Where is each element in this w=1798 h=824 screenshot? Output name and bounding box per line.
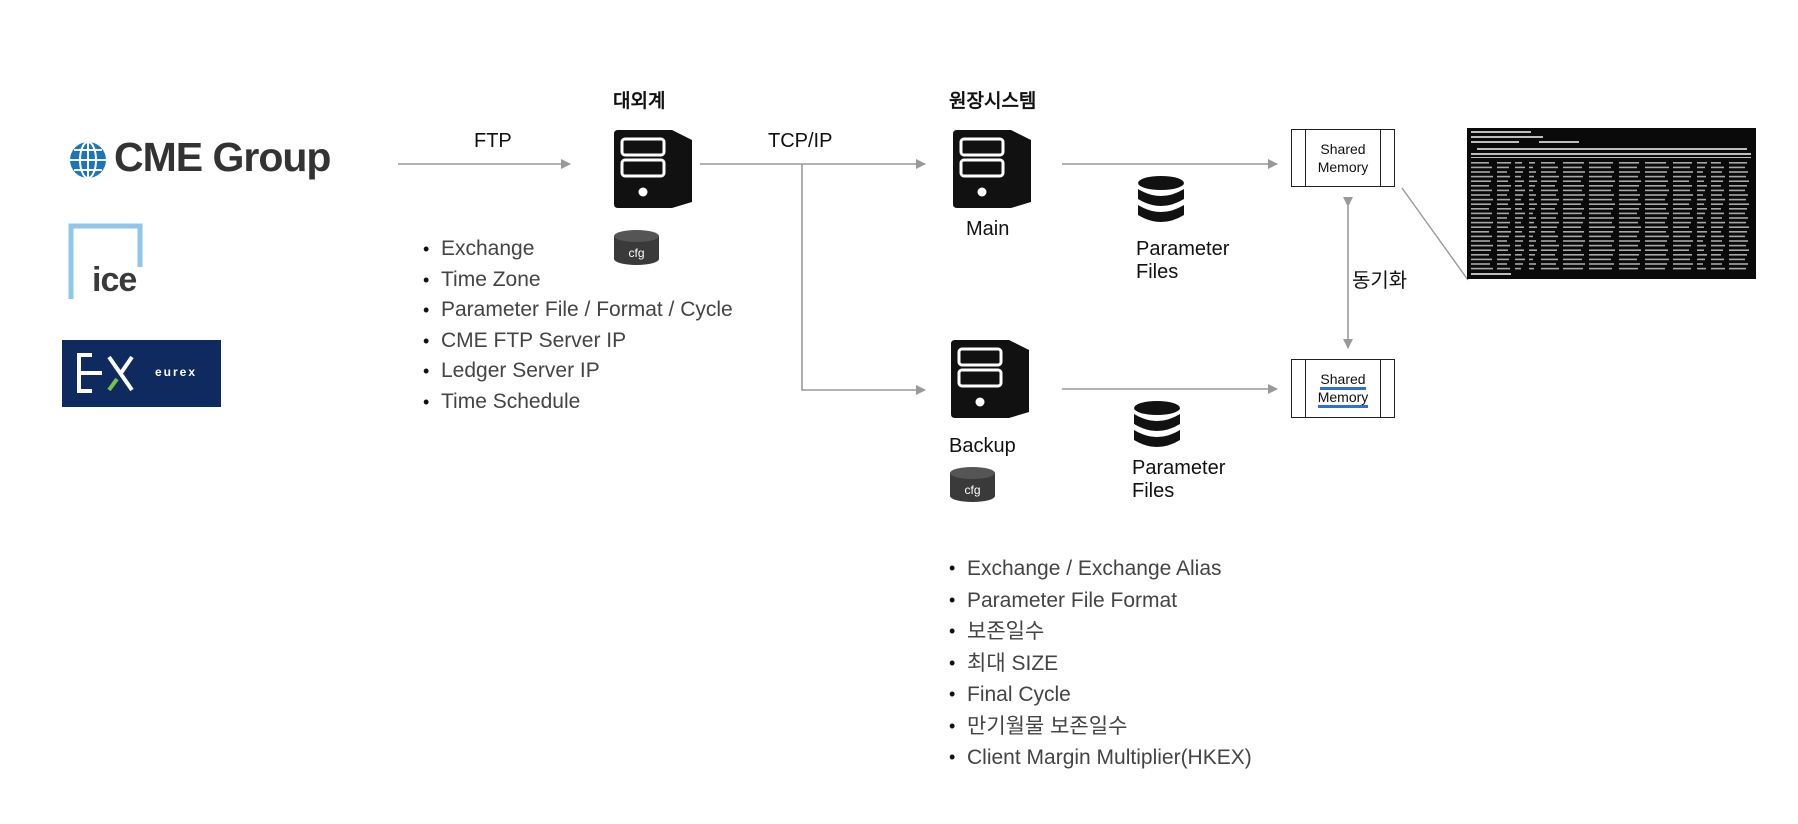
shared-memory-line: Memory [1317,159,1369,175]
main-server-icon [953,130,1031,208]
cme-logo-text: CME Group [114,134,331,180]
cme-group-logo: CME Group [68,134,358,186]
parameter-files-line: Parameter [1136,238,1230,260]
external-system-header: 대외계 [613,91,666,112]
ice-logo: ice [68,223,148,301]
eurex-mark-icon [77,353,134,393]
list-item: Exchange / Exchange Alias [949,553,1252,585]
origin-config-list: Exchange / Exchange Alias Parameter File… [949,553,1252,774]
shared-memory-line: Shared [1320,371,1366,390]
terminal-screenshot-thumbnail [1467,128,1756,279]
list-item: Parameter File / Format / Cycle [423,295,733,326]
ice-logo-text: ice [92,261,137,299]
list-item: CME FTP Server IP [423,326,733,357]
shared-to-screenshot-line [1401,187,1469,281]
list-item: 보존일수 [949,616,1252,648]
parameter-files-line: Files [1132,480,1175,502]
list-item: Time Zone [423,265,733,296]
eurex-logo-text: eurex [155,365,198,379]
origin-system-header: 원장시스템 [949,91,1037,112]
database-icon [1134,401,1180,447]
external-config-list: Exchange Time Zone Parameter File / Form… [423,234,733,417]
list-item: Client Margin Multiplier(HKEX) [949,742,1252,774]
eurex-logo: eurex [62,340,221,407]
disk-icon [950,467,995,502]
shared-memory-backup: Shared Memory [1291,359,1395,418]
cfg-label: cfg [964,483,981,497]
backup-server-label: Backup [949,435,1016,457]
main-server-label: Main [966,218,1010,240]
origin-cfg-disk: cfg [949,466,996,504]
backup-server-icon [951,340,1029,418]
database-icon [1138,176,1184,222]
sync-label: 동기화 [1352,270,1408,292]
ice-frame-icon [68,223,143,299]
list-item: 최대 SIZE [949,648,1252,680]
external-server-icon [614,130,692,208]
list-item: Time Schedule [423,387,733,418]
list-item: Parameter File Format [949,585,1252,617]
tcp-arrow-backup [801,164,926,395]
parameter-files-line: Files [1136,261,1179,283]
cme-globe-icon [70,141,106,179]
ftp-label: FTP [474,130,512,152]
shared-memory-main: Shared Memory [1291,129,1395,187]
parameter-files-main-label: Parameter Files [1136,238,1229,284]
parameter-files-line: Parameter [1132,457,1226,479]
parameter-files-backup-label: Parameter Files [1132,457,1225,503]
shared-memory-line: Memory [1317,389,1369,408]
list-item: Exchange [423,234,733,265]
list-item: Ledger Server IP [423,356,733,387]
tcpip-label: TCP/IP [768,130,833,152]
list-item: 만기월물 보존일수 [949,711,1252,743]
shared-memory-line: Shared [1320,141,1366,157]
list-item: Final Cycle [949,679,1252,711]
